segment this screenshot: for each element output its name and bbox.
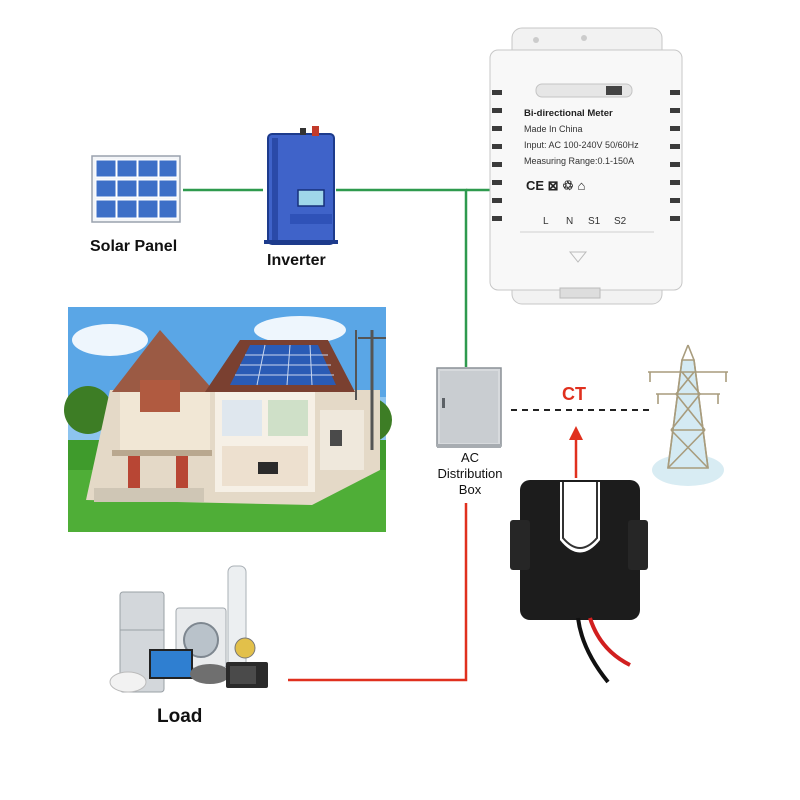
ac-box-label-line2: Distribution [437,466,503,481]
inverter-icon [264,126,338,245]
wiring [183,188,650,682]
meter-origin: Made In China [524,124,583,134]
meter-title: Bi-directional Meter [524,108,613,119]
red-wire-acbox-to-load [288,503,468,682]
bidirectional-meter-device [489,27,683,305]
ac-distribution-box-icon [436,367,502,448]
ct-label: CT [562,384,586,404]
meter-terminal-l: L [543,216,549,227]
ac-box-label-line1: AC [460,450,480,465]
meter-certification-marks: CE ⊠ ♲ ⌂ [526,178,586,193]
load-appliances-icon [109,565,268,693]
solar-panel-icon [91,155,181,223]
inverter-label: Inverter [267,252,326,269]
ac-box-label-line3: Box [458,482,482,497]
meter-input-spec: Input: AC 100-240V 50/60Hz [524,140,639,150]
meter-terminal-n: N [566,216,574,227]
meter-terminal-s2: S2 [614,216,627,227]
transmission-tower-icon [648,344,728,486]
solar-panel-label: Solar Panel [90,238,178,255]
house-image [64,307,392,532]
ac-box-label: AC Distribution Box [418,450,522,498]
meter-terminal-s1: S1 [588,216,601,227]
ct-clamp-icon [510,480,648,684]
load-label: Load [157,706,203,727]
meter-range-spec: Measuring Range:0.1-150A [524,156,635,166]
ct-arrow [569,426,583,478]
